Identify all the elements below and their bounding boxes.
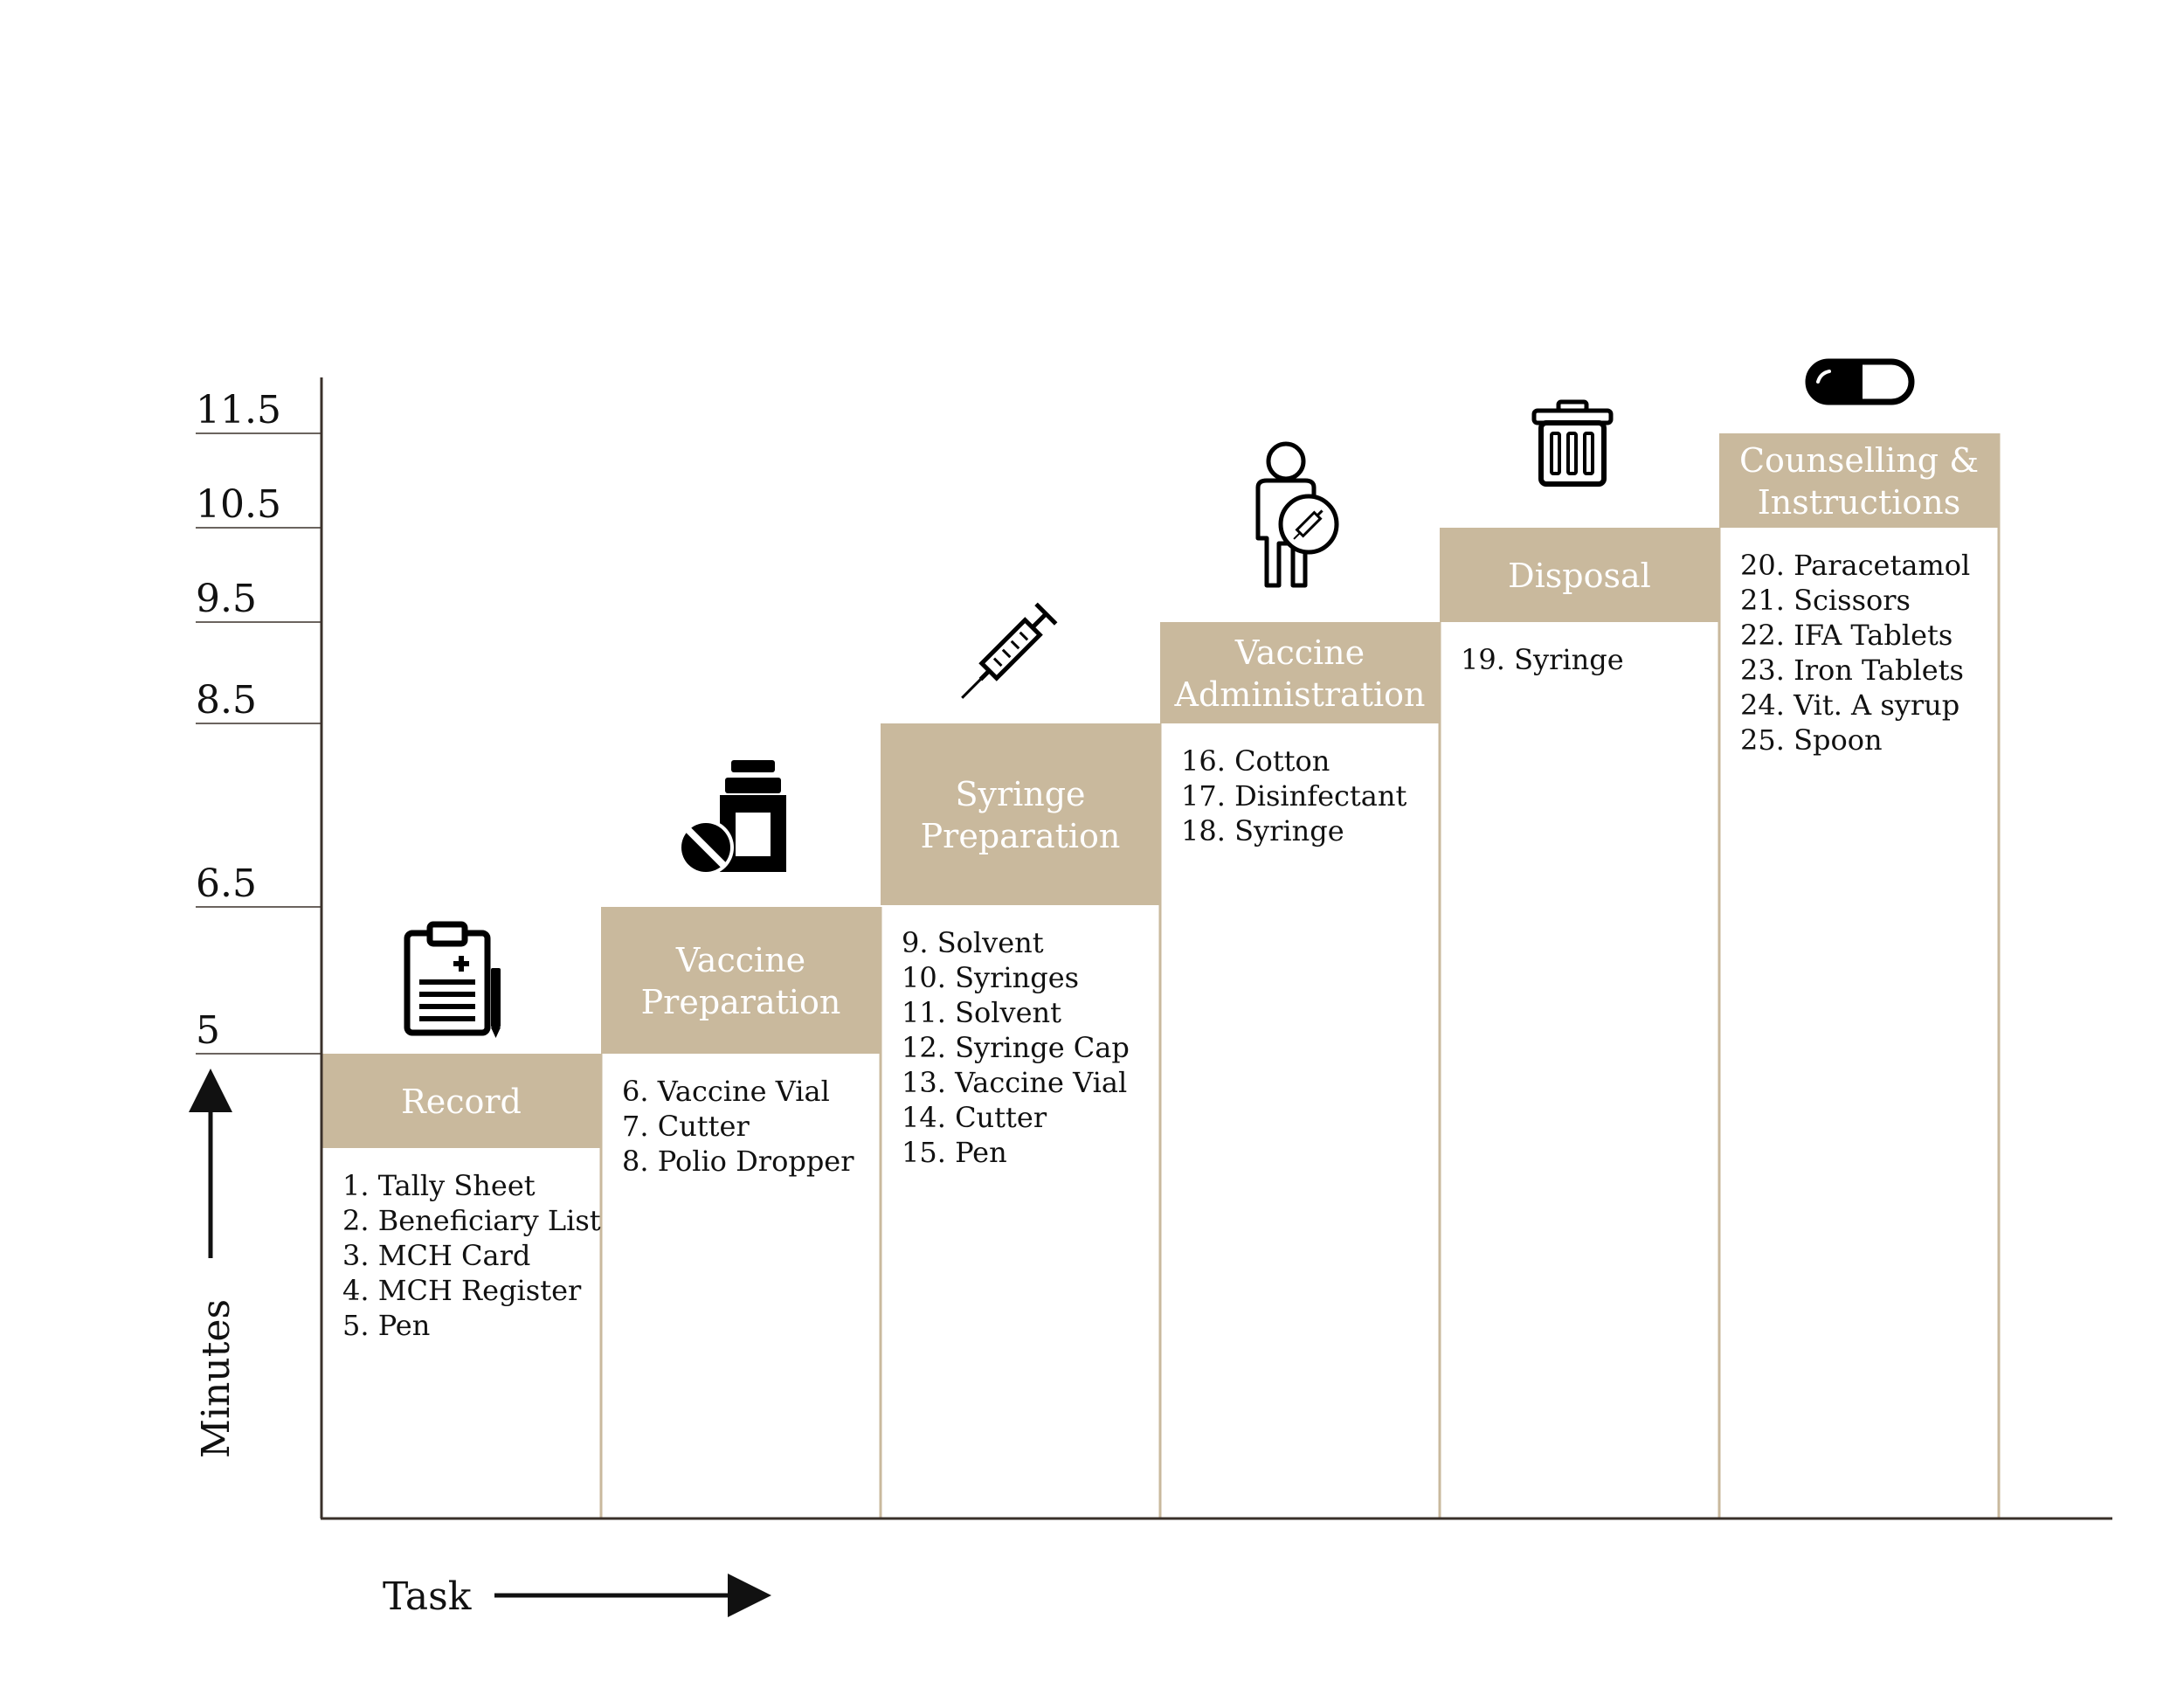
task-item: 9. Solvent — [902, 926, 1044, 959]
task-title: Disposal — [1508, 557, 1651, 595]
task-item: 22. IFA Tablets — [1740, 619, 1952, 652]
task-item: 3. MCH Card — [342, 1239, 530, 1272]
task-item: 24. Vit. A syrup — [1740, 688, 1959, 722]
task-header-box — [1719, 433, 1999, 528]
syringe-icon — [961, 602, 1058, 699]
task-title: Syringe — [955, 775, 1085, 813]
capsule-icon — [1805, 358, 1915, 405]
task-title: Vaccine — [675, 941, 805, 979]
task-title: Administration — [1174, 675, 1426, 714]
y-tick-label: 11.5 — [196, 388, 281, 432]
task-title: Record — [401, 1083, 522, 1121]
task-column-counselling-instructions: Counselling &Instructions 20. Paracetamol… — [1719, 433, 2001, 1519]
task-title: Preparation — [921, 817, 1121, 855]
task-icons — [404, 358, 1915, 1038]
task-item: 4. MCH Register — [342, 1274, 582, 1307]
y-tick-label: 6.5 — [196, 861, 257, 906]
vial-pill-icon — [678, 760, 786, 875]
task-item: 15. Pen — [902, 1136, 1007, 1169]
task-item: 7. Cutter — [622, 1110, 750, 1143]
task-item: 5. Pen — [342, 1309, 430, 1342]
task-header-box — [881, 723, 1160, 905]
trash-icon — [1531, 399, 1614, 487]
task-item: 10. Syringes — [902, 961, 1079, 994]
task-item: 16. Cotton — [1181, 744, 1330, 778]
tick-lines: 11.5 10.5 9.5 8.5 6.5 5 — [196, 388, 321, 1055]
task-item: 8. Polio Dropper — [622, 1145, 854, 1178]
task-item: 21. Scissors — [1740, 584, 1911, 617]
task-header-box — [321, 1054, 601, 1148]
y-tick-label: 10.5 — [196, 482, 281, 527]
task-title: Preparation — [641, 983, 841, 1021]
task-item: 1. Tally Sheet — [342, 1169, 536, 1202]
task-item: 11. Solvent — [902, 996, 1061, 1029]
x-axis-label: Task — [383, 1574, 472, 1619]
task-header-box — [1160, 622, 1440, 723]
task-item: 23. Iron Tablets — [1740, 654, 1964, 687]
clipboard-icon — [404, 921, 501, 1038]
task-header-box — [601, 907, 881, 1054]
axes: Minutes Task — [189, 377, 2112, 1619]
task-item: 6. Vaccine Vial — [622, 1075, 830, 1108]
task-item: 13. Vaccine Vial — [902, 1066, 1127, 1099]
task-title: Vaccine — [1234, 633, 1365, 672]
task-header-box — [1440, 528, 1719, 622]
y-tick-label: 8.5 — [196, 678, 257, 723]
y-axis-label: Minutes — [194, 1299, 238, 1458]
task-title: Counselling & — [1739, 441, 1979, 480]
y-tick-label: 9.5 — [196, 577, 257, 621]
task-item: 17. Disinfectant — [1181, 779, 1406, 813]
person-syringe-icon — [1255, 441, 1339, 588]
task-item: 20. Paracetamol — [1740, 549, 1970, 582]
task-column-disposal: Disposal 19. Syringe — [1440, 528, 1721, 1519]
task-item: 14. Cutter — [902, 1101, 1047, 1134]
y-tick-label: 5 — [196, 1008, 220, 1053]
task-title: Instructions — [1758, 483, 1960, 522]
task-item: 12. Syringe Cap — [902, 1031, 1130, 1064]
task-item: 2. Beneficiary List — [342, 1204, 601, 1237]
task-item: 19. Syringe — [1461, 643, 1624, 676]
task-item: 25. Spoon — [1740, 723, 1883, 757]
task-item: 18. Syringe — [1181, 814, 1344, 847]
